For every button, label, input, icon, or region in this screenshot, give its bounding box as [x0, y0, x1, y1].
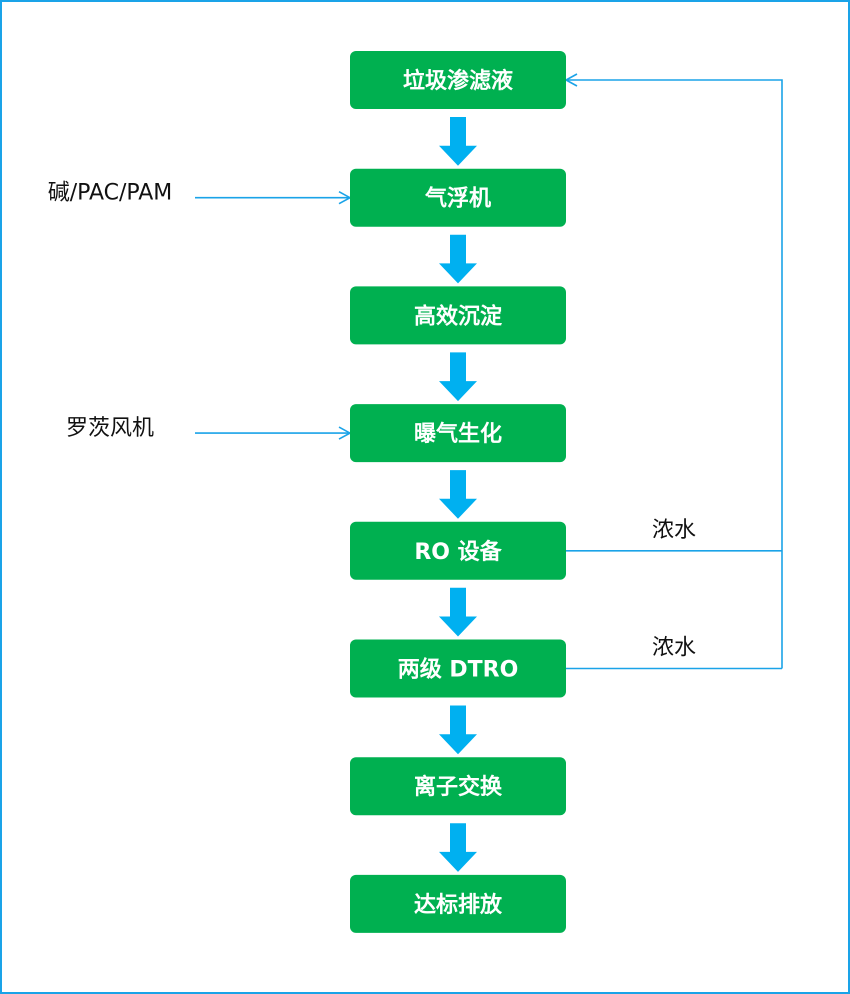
- flow-down-arrow: [439, 823, 477, 872]
- flow-down-arrow: [439, 587, 477, 637]
- process-step-label: 高效沉淀: [414, 303, 503, 329]
- concentrate-label: 浓水: [652, 518, 696, 543]
- process-step-label: 达标排放: [414, 892, 503, 918]
- process-step-label: 两级 DTRO: [398, 657, 519, 683]
- return-line: [564, 73, 783, 669]
- flow-down-arrow: [439, 352, 477, 402]
- process-step-box: [350, 874, 566, 933]
- flow-down-arrow: [439, 117, 477, 166]
- process-step-box: [350, 168, 566, 227]
- process-step-box: [350, 639, 566, 698]
- process-step-box: [350, 521, 566, 580]
- process-step-label: 垃圾渗滤液: [403, 68, 513, 94]
- process-step-box: [350, 51, 566, 109]
- process-step-label: 曝气生化: [414, 421, 502, 447]
- process-step-box: [350, 404, 566, 463]
- input-label: 罗茨风机: [66, 416, 154, 441]
- process-step-box: [350, 286, 566, 345]
- input-label: 碱/PAC/PAM: [48, 181, 173, 206]
- flow-down-arrow: [439, 705, 477, 755]
- process-step-label: 离子交换: [414, 774, 503, 800]
- flow-down-arrow: [439, 234, 477, 284]
- process-step-label: RO 设备: [414, 539, 502, 565]
- concentrate-label: 浓水: [652, 636, 696, 661]
- process-step-label: 气浮机: [424, 186, 491, 212]
- process-step-box: [350, 757, 566, 816]
- flow-down-arrow: [439, 470, 477, 519]
